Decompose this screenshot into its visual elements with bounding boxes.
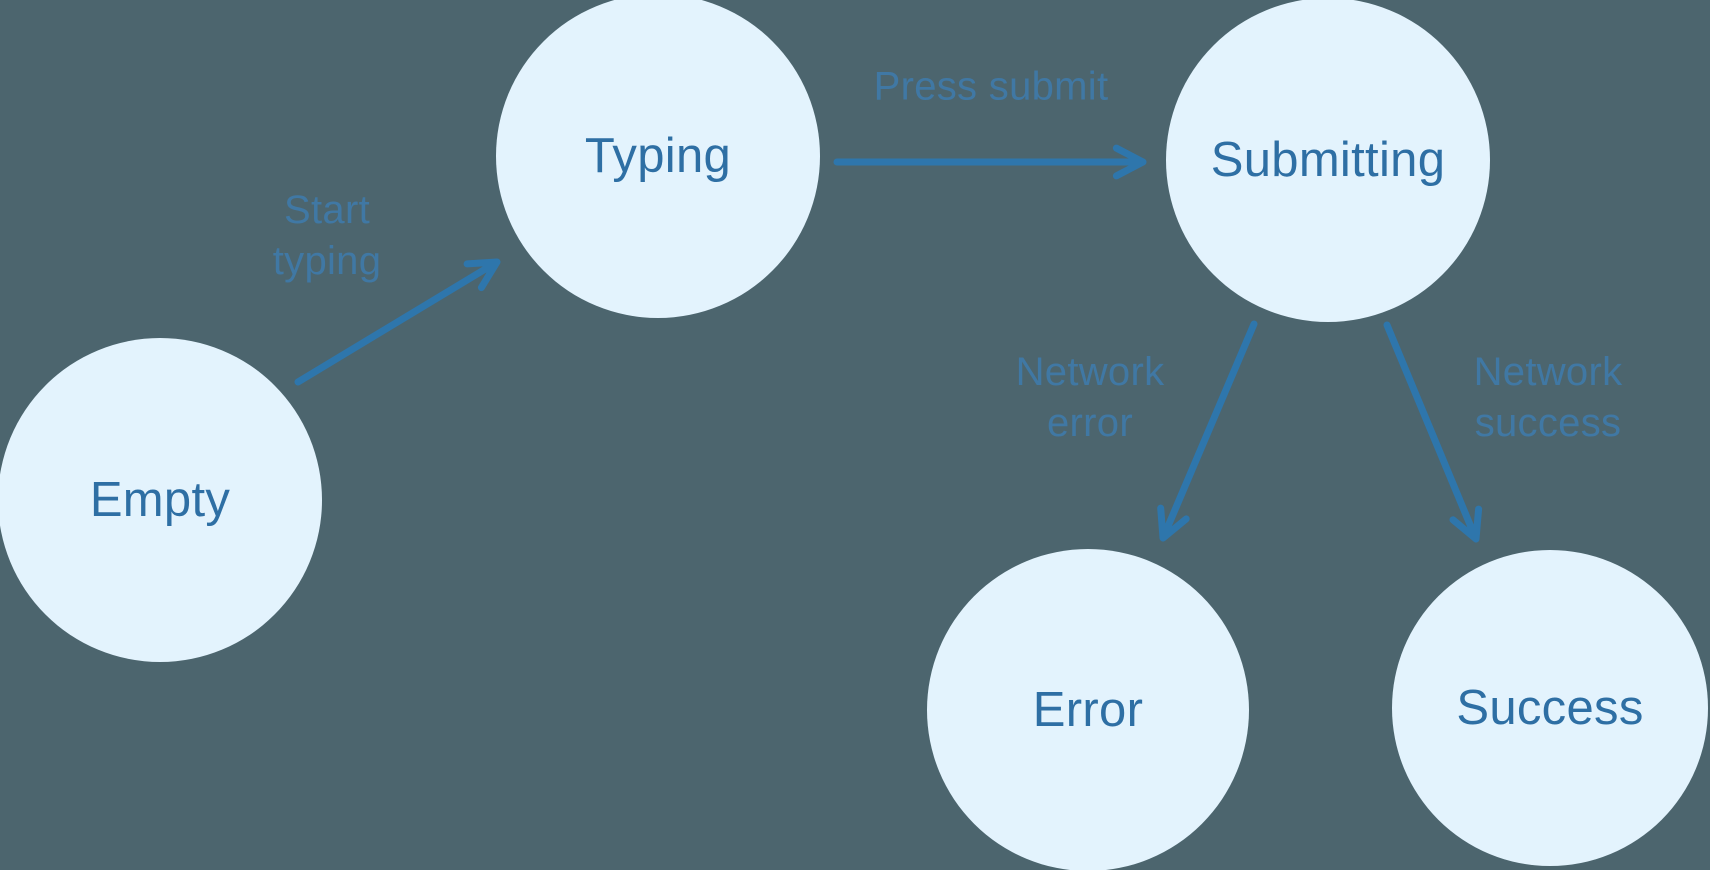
state-node-submitting: Submitting — [1166, 0, 1490, 322]
transition-label-start-typing: Start typing — [272, 187, 382, 283]
state-label-success: Success — [1456, 681, 1644, 735]
state-label-typing: Typing — [584, 129, 732, 183]
transition-label-network-success: Network success — [1473, 349, 1623, 445]
transition-arrow-empty-to-typing — [294, 258, 501, 386]
state-node-success: Success — [1392, 550, 1708, 866]
state-node-empty: Empty — [0, 338, 322, 662]
state-label-error: Error — [1032, 683, 1144, 737]
transition-label-press-submit: Press submit — [873, 64, 1109, 109]
transition-label-network-error: Network error — [1015, 349, 1165, 445]
transition-arrow-typing-to-submitting — [833, 144, 1147, 180]
transition-arrow-submitting-to-success — [1383, 321, 1483, 543]
state-label-submitting: Submitting — [1210, 133, 1446, 187]
transition-arrow-submitting-to-error — [1157, 320, 1258, 542]
state-node-error: Error — [927, 549, 1249, 870]
state-label-empty: Empty — [89, 473, 231, 527]
state-node-typing: Typing — [496, 0, 820, 318]
